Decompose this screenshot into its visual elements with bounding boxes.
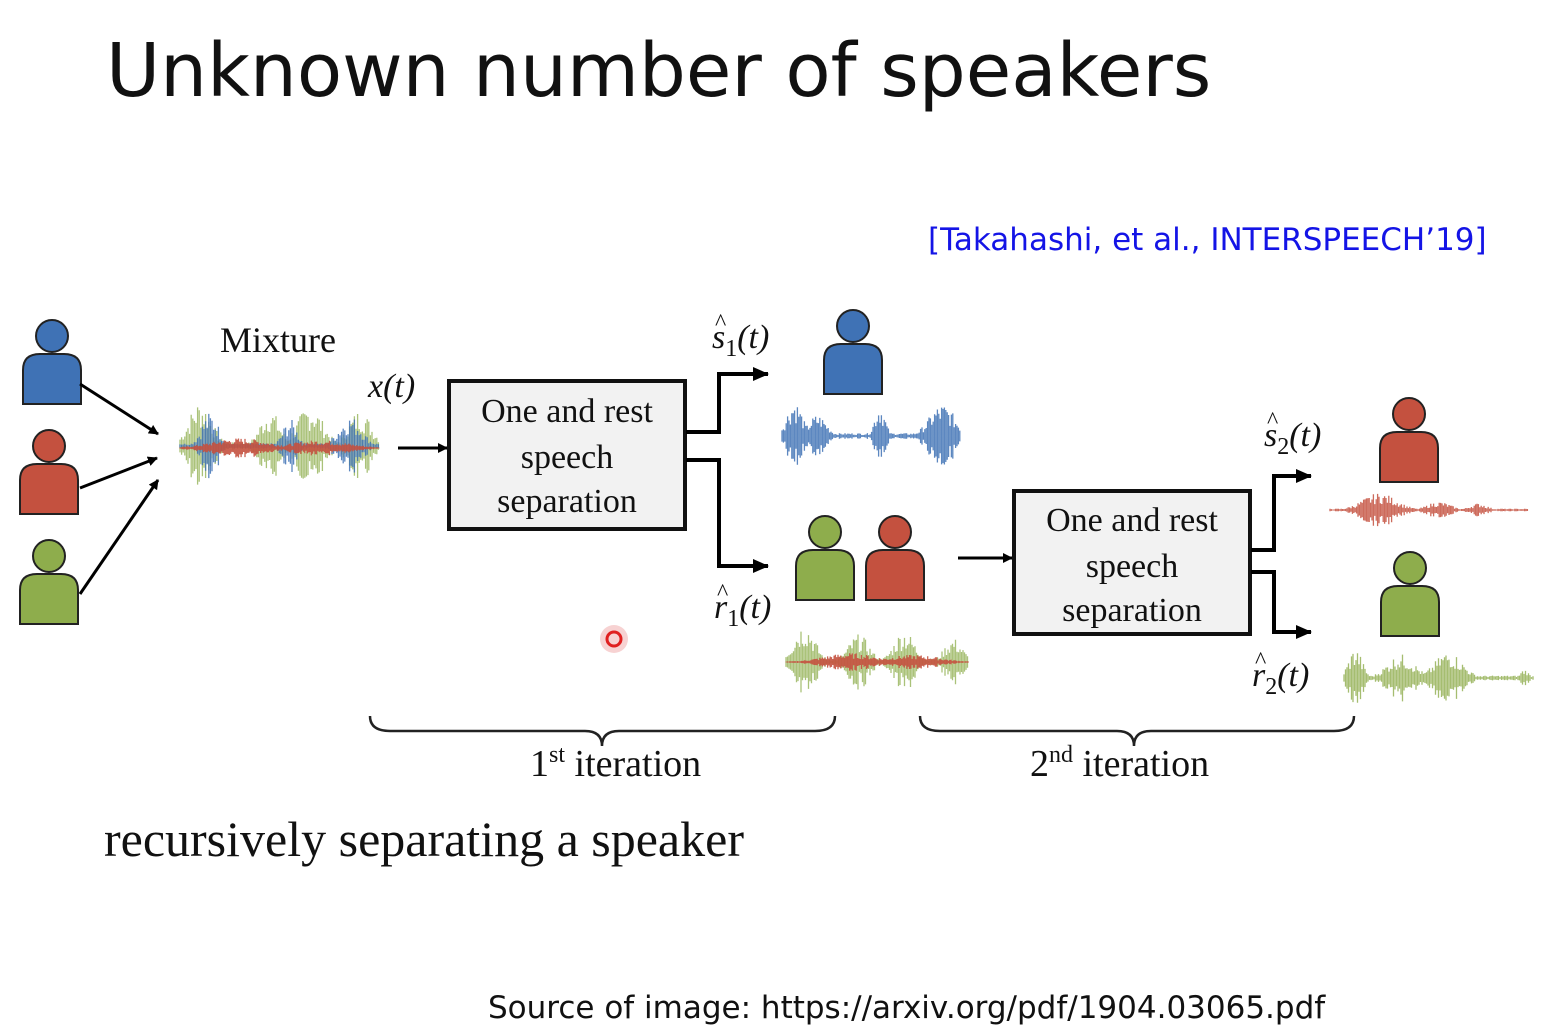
mixture-label: Mixture (220, 320, 336, 360)
s2-label: s2(t) (1264, 417, 1321, 460)
output-speaker-blue-icon (823, 309, 883, 395)
slide-title: Unknown number of speakers (106, 28, 1212, 114)
separation-block-1 (447, 379, 687, 531)
rest-speaker-green-icon (795, 515, 855, 601)
block-2-line-3: separation (1062, 592, 1202, 629)
output-speaker-green-icon (1380, 551, 1440, 637)
output-speaker-red-icon (1379, 397, 1439, 483)
s1-waveform (781, 407, 961, 465)
block-1-line-3: separation (497, 483, 637, 520)
citation-link[interactable]: [Takahashi, et al., INTERSPEECH’19] (928, 222, 1487, 258)
block-2-line-2: speech (1086, 548, 1179, 585)
block-1-line-2: speech (521, 439, 614, 476)
r1-waveform (785, 631, 969, 693)
caption: recursively separating a speaker (104, 811, 744, 867)
r2-label: r2(t) (1252, 657, 1309, 700)
separation-block-2 (1012, 489, 1252, 636)
speaker-red-icon (19, 429, 79, 515)
speaker-blue-icon (22, 319, 82, 405)
block-2-line-1: One and rest (1046, 502, 1218, 539)
rest-speaker-red-icon (865, 515, 925, 601)
pointer-dot (605, 630, 623, 648)
mixture-waveform (179, 407, 380, 485)
iteration-1-label: 1st iteration (530, 742, 701, 785)
s1-label: s1(t) (712, 319, 769, 362)
svg-text:^: ^ (717, 580, 728, 606)
s2-waveform (1329, 493, 1529, 527)
iteration-1-brace (368, 715, 837, 747)
r1-label: r1(t) (714, 589, 771, 632)
pointer-highlight (600, 625, 628, 653)
svg-text:^: ^ (715, 310, 726, 336)
r2-waveform (1343, 653, 1534, 703)
input-signal-label: x(t) (367, 368, 415, 405)
iteration-2-label: 2nd iteration (1030, 742, 1209, 785)
iteration-2-brace (918, 715, 1356, 747)
block-1-line-1: One and rest (481, 393, 653, 430)
svg-text:^: ^ (1267, 408, 1278, 434)
speaker-green-icon (19, 539, 79, 625)
image-source: Source of image: https://arxiv.org/pdf/1… (488, 990, 1326, 1026)
svg-text:^: ^ (1255, 648, 1266, 674)
